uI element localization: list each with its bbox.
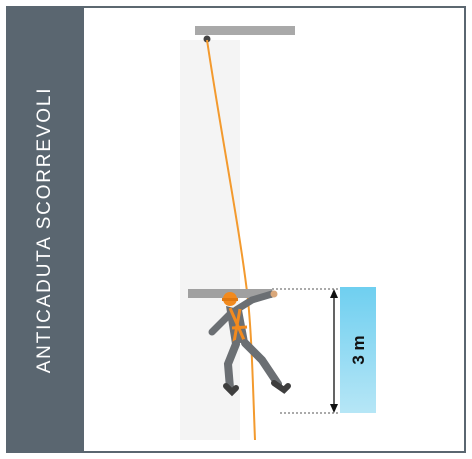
arrow-head-up-icon (330, 289, 338, 298)
arrow-head-down-icon (330, 404, 338, 413)
top-anchor-bar-icon (195, 26, 295, 35)
distance-label: 3 m (349, 335, 368, 364)
